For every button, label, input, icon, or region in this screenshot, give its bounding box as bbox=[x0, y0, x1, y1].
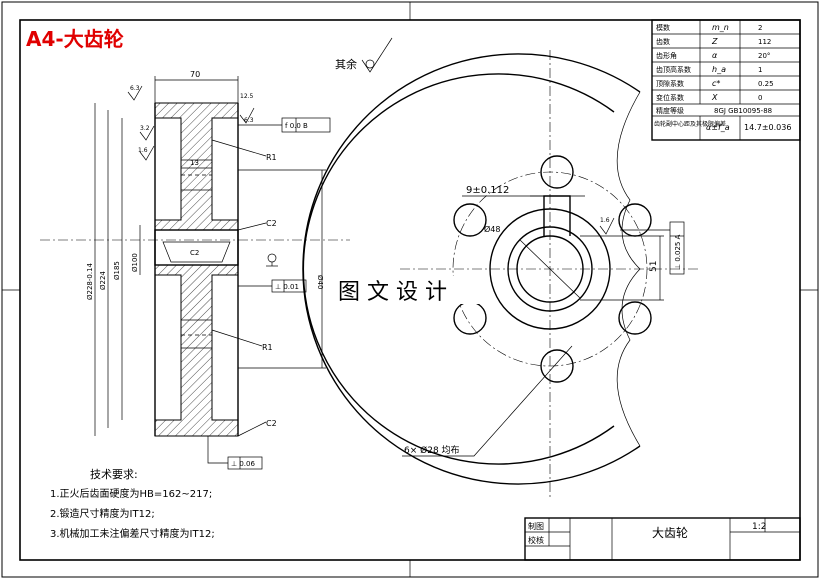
param-name: 齿数 bbox=[656, 37, 670, 46]
param-value: 14.7±0.036 bbox=[744, 123, 791, 132]
param-value: 0.25 bbox=[758, 80, 774, 88]
roughness-symbol-icon bbox=[361, 37, 393, 73]
watermark: 图 文 设 计 bbox=[338, 280, 447, 305]
param-name: 精度等级 bbox=[656, 106, 684, 115]
tolerance-frame-flat: ⊥ 0.025 A bbox=[620, 221, 685, 275]
dim-bore: Ø48 bbox=[484, 224, 500, 234]
svg-text:⊥ 0.01: ⊥ 0.01 bbox=[275, 283, 299, 291]
dim-d185: Ø185 bbox=[113, 261, 121, 280]
dim-d224: Ø224 bbox=[99, 271, 107, 290]
title-drawn-label: 制图 bbox=[528, 521, 544, 531]
dim-chamfer-c: C2 bbox=[190, 249, 199, 257]
param-value: 8GJ GB10095-88 bbox=[714, 107, 772, 115]
tech-item-1: 1.正火后齿面硬度为HB=162~217; bbox=[50, 487, 212, 500]
svg-text:⊥ 0.025 A: ⊥ 0.025 A bbox=[674, 234, 682, 270]
param-symbol: X bbox=[711, 93, 718, 102]
dim-chamfer-a: C2 bbox=[266, 219, 277, 228]
roughness-c: 1.6 bbox=[138, 147, 148, 154]
dim-holes: 6× Ø28 均布 bbox=[404, 444, 460, 456]
param-rows: 模数 m_n 2 齿数 Z 112 齿形角 α 20° 齿顶高系数 h_a 1 顶隙系数 c* 0.25 变位… bbox=[654, 23, 791, 132]
svg-text:f 0.0 B: f 0.0 B bbox=[285, 122, 308, 130]
roughness-d: 12.5 bbox=[240, 93, 254, 100]
front-view: 9±0.112 Ø48 51 ⊥ 0.025 A 6× Ø28 均布 bbox=[302, 50, 700, 500]
param-name: 齿顶高系数 bbox=[656, 65, 691, 74]
dim-od: Ø228-0.14 bbox=[86, 262, 94, 300]
roughness-e: 6.3 bbox=[244, 117, 254, 124]
param-symbol: c* bbox=[712, 79, 720, 88]
dim-width-top: 70 bbox=[190, 70, 200, 79]
title-scale: 1:2 bbox=[752, 522, 766, 532]
param-name: 顶隙系数 bbox=[656, 79, 684, 88]
dim-d100: Ø100 bbox=[131, 253, 139, 272]
dim-chamfer-b: C2 bbox=[266, 419, 277, 428]
title-block: 制图 校核 大齿轮 1:2 bbox=[524, 517, 801, 561]
param-symbol: m_n bbox=[712, 23, 729, 32]
tech-title: 技术要求: bbox=[90, 468, 138, 481]
section-view: 70 Ø228-0.14 Ø224 Ø185 Ø100 Ø40 R1 R1 C2… bbox=[40, 70, 615, 470]
param-value: 1 bbox=[758, 66, 762, 74]
param-symbol: Z bbox=[711, 37, 718, 46]
dim-keyway-width: 9±0.112 bbox=[466, 185, 509, 196]
param-name: 齿轮副中心距及其极限偏差 bbox=[654, 120, 726, 128]
dim-keyway-depth: 51 bbox=[649, 261, 659, 272]
param-symbol: h_a bbox=[712, 65, 726, 74]
sheet-title: A4-大齿轮 bbox=[26, 27, 124, 51]
dim-span: Ø40 bbox=[316, 275, 324, 289]
title-part-name: 大齿轮 bbox=[652, 526, 688, 540]
param-name: 模数 bbox=[656, 23, 670, 32]
tolerance-frame-runout: f 0.0 B bbox=[238, 117, 331, 133]
param-value: 20° bbox=[758, 52, 770, 60]
datum-symbol-icon bbox=[266, 253, 278, 267]
dim-radius2: R1 bbox=[262, 343, 273, 352]
param-value: 2 bbox=[758, 24, 762, 32]
tech-item-2: 2.锻造尺寸精度为IT12; bbox=[50, 507, 155, 520]
param-name: 变位系数 bbox=[656, 93, 684, 102]
roughness-note: 其余 bbox=[335, 57, 357, 71]
param-symbol: α bbox=[712, 51, 718, 60]
watermark-background bbox=[335, 276, 485, 304]
param-name: 齿形角 bbox=[656, 51, 677, 60]
tech-item-3: 3.机械加工未注偏差尺寸精度为IT12; bbox=[50, 527, 215, 540]
dim-web-thick: 13 bbox=[190, 159, 199, 167]
roughness-b: 3.2 bbox=[140, 125, 150, 132]
dim-radius1: R1 bbox=[266, 153, 277, 162]
param-symbol: α±f_a bbox=[706, 123, 730, 132]
tolerance-frame-perp2: ⊥ 0.06 bbox=[207, 436, 263, 470]
tolerance-frame-perp1: ⊥ 0.01 bbox=[238, 279, 307, 293]
param-value: 112 bbox=[758, 38, 771, 46]
roughness-f: 1.6 bbox=[600, 217, 610, 224]
param-value: 0 bbox=[758, 94, 762, 102]
param-table bbox=[651, 19, 801, 141]
title-checked-label: 校核 bbox=[528, 535, 544, 545]
roughness-a: 6.3 bbox=[130, 85, 140, 92]
svg-text:⊥ 0.06: ⊥ 0.06 bbox=[231, 460, 255, 468]
